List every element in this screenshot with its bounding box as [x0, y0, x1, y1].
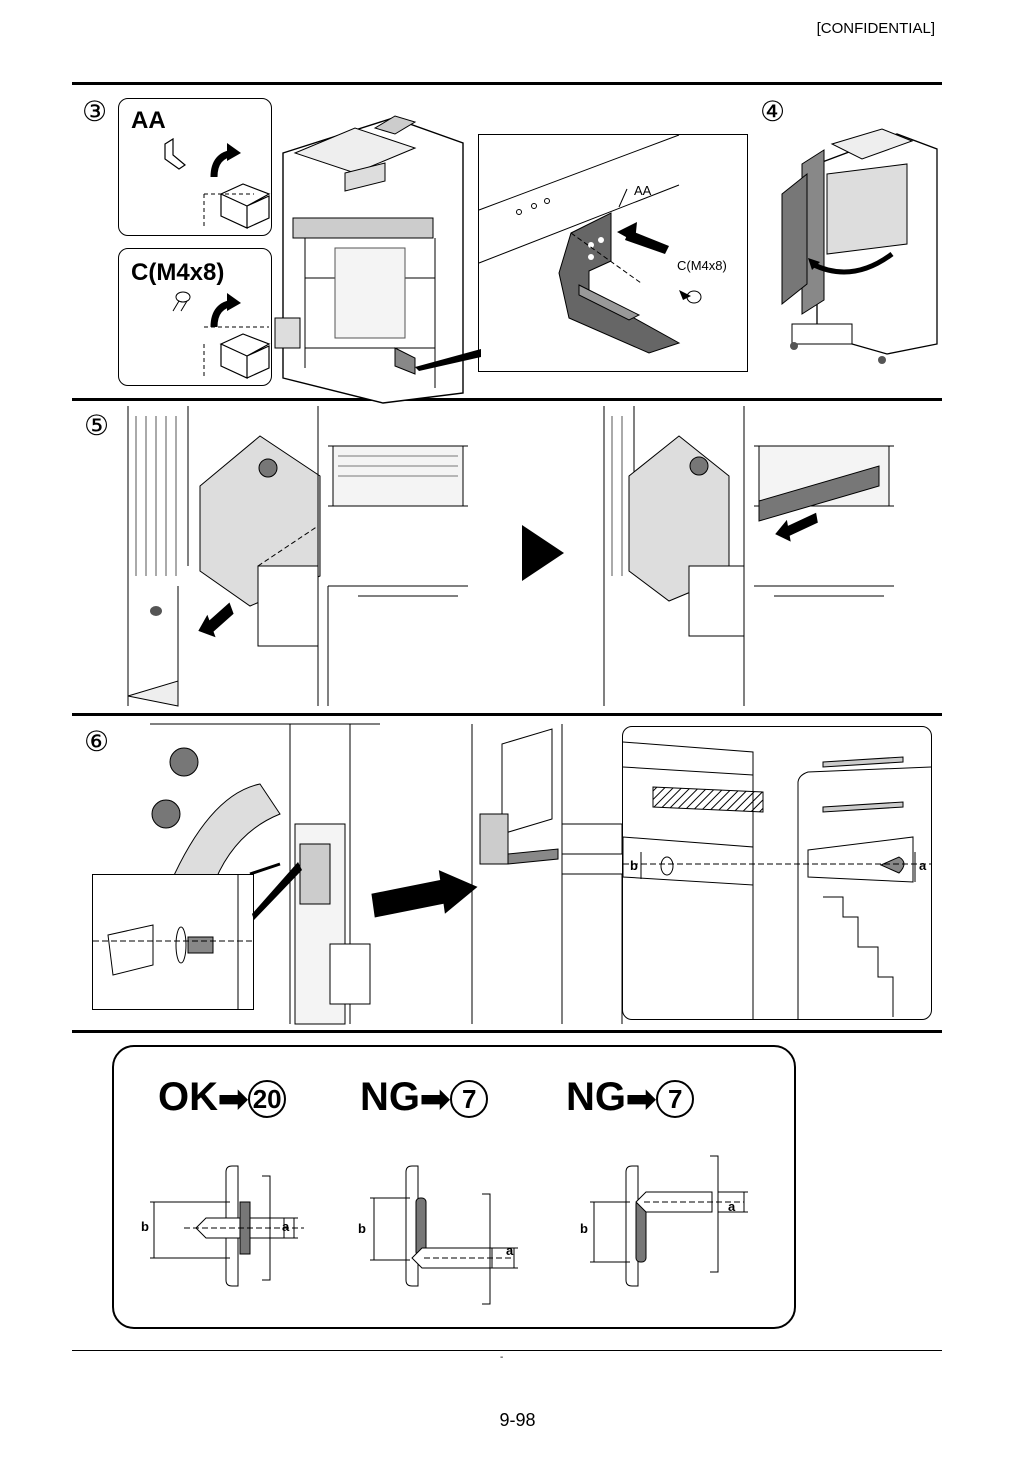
ng2-alignment-diagram	[590, 1155, 748, 1287]
ok-alignment-diagram	[150, 1165, 304, 1287]
alignment-pin-inset-drawing	[93, 875, 253, 1009]
bottom-rule	[72, 1350, 942, 1351]
part-c-box: C(M4x8)	[118, 248, 272, 386]
ok-label: OK	[158, 1075, 218, 1119]
ng1-dim-b-label: b	[358, 1221, 366, 1236]
ng1-alignment-diagram	[370, 1165, 518, 1305]
step-4-number: ④	[760, 96, 786, 127]
finisher-front-door-open-illustration	[781, 128, 938, 364]
result-ng-2: NG➡7	[566, 1075, 695, 1120]
ng1-target-step: 7	[450, 1080, 489, 1119]
step6-main-body-illustration	[471, 724, 623, 1024]
top-rule	[72, 82, 942, 85]
ng1-label: NG	[360, 1075, 420, 1119]
zoom-callout-line	[415, 349, 481, 371]
ng2-dim-a-label: a	[728, 1199, 736, 1214]
engage-arrow-icon	[371, 870, 478, 918]
dim-a-label-zoom: a	[919, 858, 927, 873]
divider-1	[72, 398, 942, 401]
alignment-zoom-box: b a	[622, 726, 932, 1020]
part-c-title: C(M4x8)	[131, 259, 225, 286]
dim-b-label-zoom: b	[630, 858, 638, 873]
alignment-zoom-drawing	[622, 741, 932, 1019]
arrow-right-icon: ➡	[218, 1078, 249, 1120]
bracket-zoom-detail: AA C(M4x8)	[478, 134, 748, 372]
aa-callout: AA	[634, 183, 652, 198]
ok-dim-b-label: b	[141, 1219, 149, 1234]
result-ng-1: NG➡7	[360, 1075, 489, 1120]
finisher-machine-illustration	[274, 115, 464, 404]
alignment-pin-inset	[92, 874, 254, 1010]
ng2-dim-b-label: b	[580, 1221, 588, 1236]
ok-target-step: 20	[248, 1080, 287, 1119]
ng1-dim-a-label: a	[506, 1243, 514, 1258]
ng2-label: NG	[566, 1075, 626, 1119]
arrow-right-icon: ➡	[626, 1078, 657, 1120]
next-step-arrow-icon	[522, 525, 564, 581]
inset-pointer	[252, 862, 302, 920]
footer-dot: -	[500, 1352, 504, 1363]
step-6-number: ⑥	[84, 726, 110, 757]
part-aa-box: AA	[118, 98, 272, 236]
step-5-number: ⑤	[84, 410, 110, 441]
result-ok: OK➡20	[158, 1075, 287, 1120]
bracket-aa-icon	[164, 137, 271, 229]
bracket-mount-illustration	[478, 134, 702, 354]
c-callout: C(M4x8)	[677, 258, 727, 273]
part-aa-title: AA	[131, 107, 166, 134]
screw-m4x8-icon	[172, 291, 271, 379]
step-3-number: ③	[82, 96, 108, 127]
divider-3	[72, 1030, 942, 1033]
ok-dim-a-label: a	[282, 1219, 290, 1234]
confidential-label: [CONFIDENTIAL]	[816, 20, 935, 37]
step6-finisher-side-illustration	[150, 723, 380, 1025]
divider-2	[72, 713, 942, 716]
step5-left-illustration	[127, 406, 468, 707]
step5-right-illustration	[603, 406, 894, 706]
result-panel: OK➡20 NG➡7 NG➡7 b a b a b	[112, 1045, 796, 1329]
ng2-target-step: 7	[656, 1080, 695, 1119]
page-number: 9-98	[499, 1410, 536, 1430]
arrow-right-icon: ➡	[420, 1078, 451, 1120]
